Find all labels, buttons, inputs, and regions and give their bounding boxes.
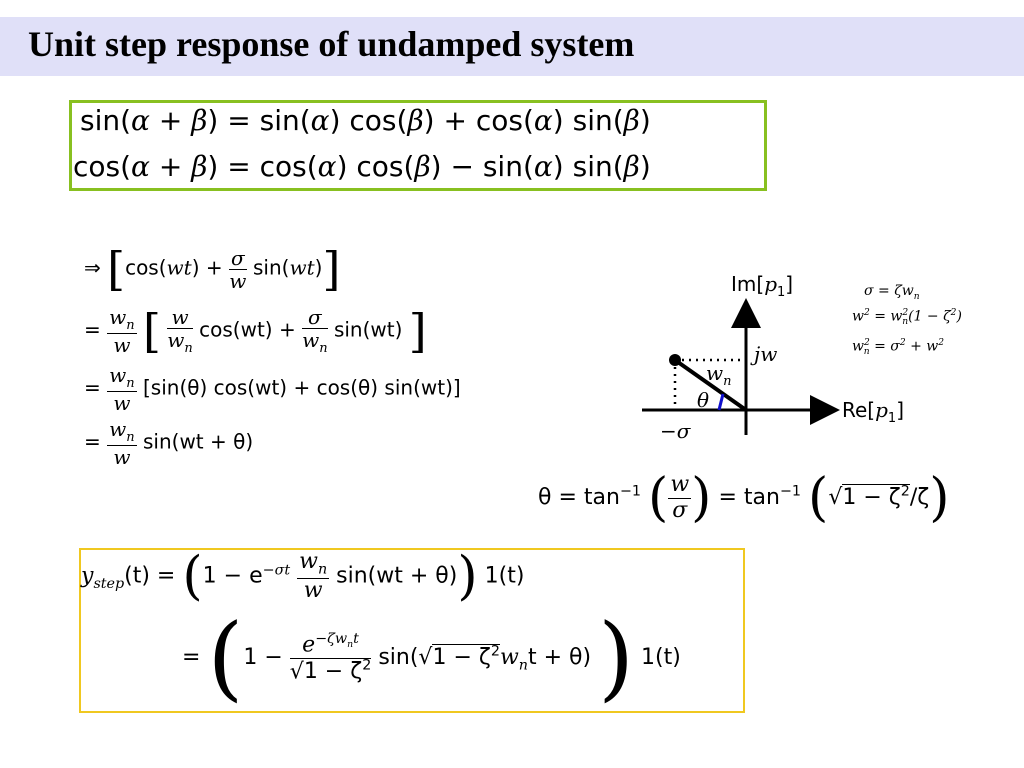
identity-sin: sin(α + β) = sin(α) cos(β) + cos(α) sin(… [80, 104, 651, 137]
angle-marker [717, 393, 725, 411]
identity-box [69, 100, 767, 191]
param-sigma: σ = ζwn [864, 283, 920, 302]
wn-label: wn [706, 361, 732, 389]
theta-label: θ [697, 388, 710, 412]
param-w2: w2 = w2n(1 − ζ2) [852, 308, 962, 328]
title-band [0, 17, 1024, 76]
step-response-line-2: = (1 − e−ζwnt√1 − ζ2 sin(√1 − ζ2wnt + θ)… [182, 604, 681, 711]
neg-sigma-label: −σ [660, 419, 691, 443]
pole-vector [673, 358, 748, 412]
identity-cos: cos(α + β) = cos(α) cos(β) − sin(α) sin(… [73, 150, 651, 183]
step-response-box [79, 548, 745, 713]
s-plane-diagram [642, 298, 840, 435]
param-wn2: w2n = σ2 + w2 [852, 338, 945, 358]
jw-label: jw [754, 342, 778, 366]
im-axis-label: Im[p1] [731, 272, 794, 300]
re-axis-label: Re[p1] [842, 398, 905, 426]
slide-title: Unit step response of undamped system [28, 24, 635, 64]
